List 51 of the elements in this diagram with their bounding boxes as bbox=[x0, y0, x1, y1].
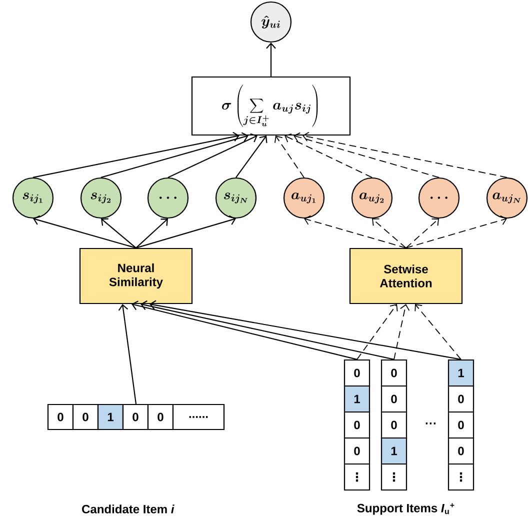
vector-cell: 1 bbox=[344, 385, 370, 413]
process-box: Neural Similarity bbox=[79, 248, 193, 304]
arrow bbox=[406, 218, 439, 248]
vector-cell: 0 bbox=[344, 437, 370, 465]
arrow bbox=[33, 215, 136, 248]
vector-cell: ...... bbox=[172, 404, 225, 430]
arrow bbox=[168, 133, 258, 178]
vector-cell: 0 bbox=[448, 385, 474, 413]
vector-cell: 0 bbox=[380, 385, 408, 413]
vector-cell: ⋮ bbox=[344, 463, 370, 491]
vector-cell: 0 bbox=[448, 437, 474, 465]
arrow bbox=[304, 215, 406, 248]
arrow bbox=[266, 42, 276, 76]
vector-cell: 1 bbox=[97, 404, 124, 430]
arrow bbox=[284, 133, 372, 178]
arrow bbox=[372, 218, 406, 248]
vector-cell: 1 bbox=[380, 437, 408, 465]
vector-cell: 0 bbox=[72, 404, 99, 430]
arrow bbox=[100, 132, 248, 178]
arrow bbox=[118, 304, 137, 404]
arrow bbox=[136, 215, 236, 248]
vector-cell: ⋮ bbox=[380, 463, 408, 491]
arrow bbox=[132, 300, 358, 360]
vector-cell: 0 bbox=[147, 404, 174, 430]
caption: Candidate Item i bbox=[82, 504, 174, 514]
arrow bbox=[140, 300, 394, 360]
vector-cell: 0 bbox=[344, 411, 370, 439]
arrow bbox=[356, 304, 398, 360]
vector-cell: 0 bbox=[380, 359, 408, 387]
process-box: Setwise Attention bbox=[349, 248, 463, 304]
arrow bbox=[150, 300, 462, 360]
vector-cell: 0 bbox=[448, 411, 474, 439]
vector-cell: ⋮ bbox=[448, 463, 474, 491]
vector-cell: 0 bbox=[380, 411, 408, 439]
arrow bbox=[302, 132, 508, 178]
arrow bbox=[294, 132, 440, 178]
ellipsis: ··· bbox=[426, 422, 436, 424]
caption: Support Items I$_{u}$+ bbox=[357, 503, 454, 515]
vector-cell: 0 bbox=[122, 404, 149, 430]
vector-cell: 0 bbox=[344, 359, 370, 387]
arrow bbox=[236, 136, 268, 178]
arrow bbox=[101, 218, 136, 248]
vector-cell: 1 bbox=[448, 359, 474, 387]
arrow bbox=[414, 304, 462, 360]
arrow bbox=[274, 136, 304, 178]
formula-box: $\sigma\left(\sum_{j\in I_u^+} a_{uj}s_{ij}\right)$ bbox=[191, 76, 351, 136]
arrow bbox=[32, 132, 240, 178]
arrow bbox=[394, 304, 410, 360]
arrow bbox=[136, 218, 168, 248]
arrow bbox=[406, 215, 507, 248]
vector-cell: 0 bbox=[47, 404, 74, 430]
